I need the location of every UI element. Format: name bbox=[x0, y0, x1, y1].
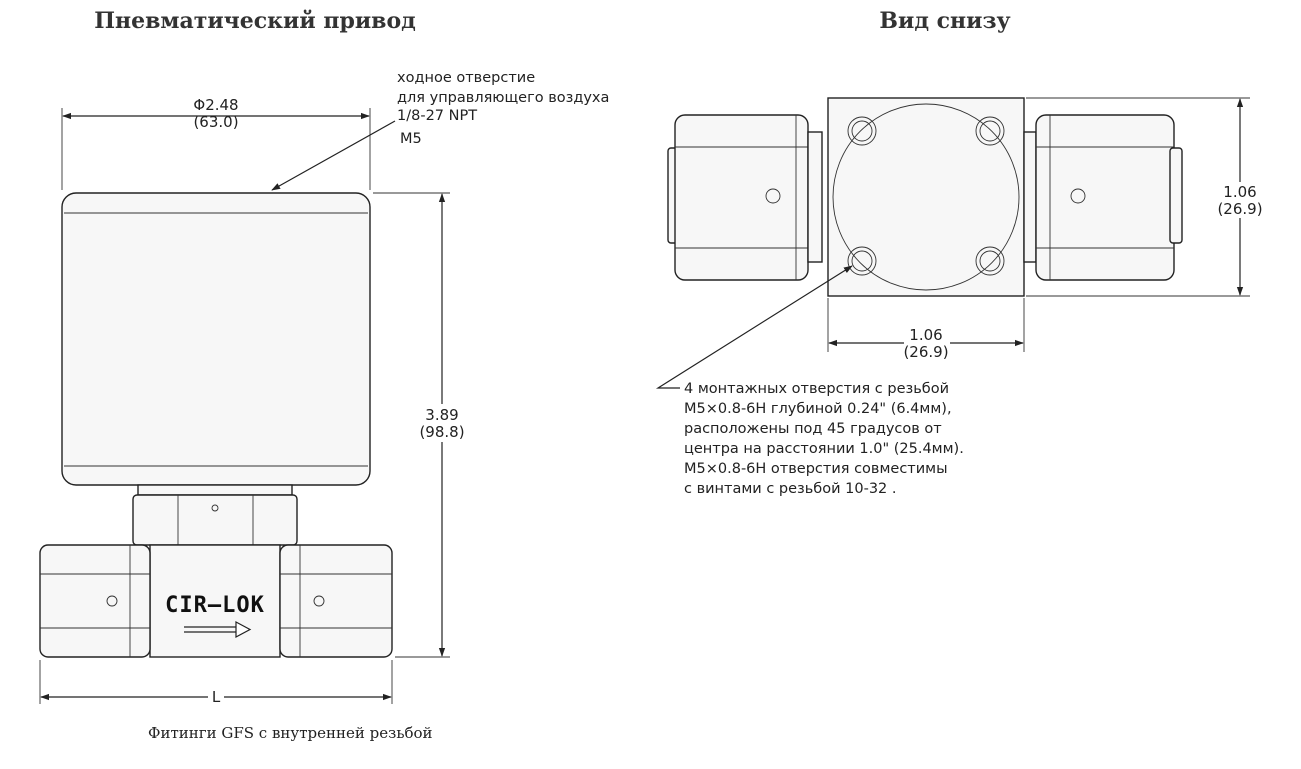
mounting-holes bbox=[847, 116, 1005, 276]
length-label: L bbox=[212, 688, 221, 706]
right-view-title: Вид снизу bbox=[879, 8, 1010, 34]
block-height-mm-label: (26.9) bbox=[1217, 200, 1262, 218]
mount-note-line-6: с винтами с резьбой 10-32 . bbox=[684, 481, 897, 497]
height-inch-label: 3.89 bbox=[425, 406, 458, 424]
left-view-title: Пневматический привод bbox=[94, 8, 416, 34]
block-height-dimension: 1.06 (26.9) bbox=[1026, 97, 1266, 297]
diameter-inch-label: Φ2.48 bbox=[193, 96, 238, 114]
cir-lok-logo: CIR–LOK bbox=[165, 593, 265, 618]
bottom-view: 1.06 (26.9) 1.06 (26.9) 4 монтажных отве… bbox=[655, 97, 1266, 497]
mounting-block bbox=[827, 97, 1025, 297]
port-callout: ходное отверстие для управляющего воздух… bbox=[271, 70, 609, 191]
mount-note-line-4: центра на расстоянии 1.0" (25.4мм). bbox=[684, 441, 964, 457]
diameter-dimension: Φ2.48 (63.0) bbox=[61, 96, 371, 190]
bonnet-nut bbox=[132, 484, 298, 546]
actuator-cylinder bbox=[61, 192, 371, 486]
mount-note-line-3: расположены под 45 градусов от bbox=[684, 421, 942, 437]
flow-direction-arrow bbox=[184, 620, 252, 639]
left-fitting-nut bbox=[39, 544, 151, 658]
mount-note-line-1: 4 монтажных отверстия с резьбой bbox=[684, 381, 949, 397]
bottom-right-fitting bbox=[1023, 114, 1183, 281]
port-note-line-4: M5 bbox=[400, 131, 422, 147]
mount-note-line-2: M5×0.8-6H глубиной 0.24" (6.4мм), bbox=[684, 401, 952, 417]
height-mm-label: (98.8) bbox=[419, 423, 464, 441]
length-dimension: L bbox=[39, 660, 393, 706]
right-fitting-nut bbox=[279, 544, 393, 658]
mounting-hole-callout: 4 монтажных отверстия с резьбой M5×0.8-6… bbox=[655, 265, 964, 497]
port-note-line-1: ходное отверстие bbox=[397, 70, 535, 86]
mount-note-line-5: M5×0.8-6H отверстия совместимы bbox=[684, 461, 948, 477]
port-note-line-2: для управляющего воздуха bbox=[397, 90, 609, 106]
valve-body bbox=[149, 544, 281, 658]
block-width-mm-label: (26.9) bbox=[903, 343, 948, 361]
port-note-line-3: 1/8-27 NPT bbox=[397, 108, 477, 124]
block-height-inch-label: 1.06 bbox=[1223, 183, 1256, 201]
diameter-mm-label: (63.0) bbox=[193, 113, 238, 131]
bottom-left-fitting bbox=[667, 114, 823, 281]
actuator-outline-circle bbox=[832, 103, 1020, 291]
height-dimension: 3.89 (98.8) bbox=[373, 192, 466, 658]
block-width-inch-label: 1.06 bbox=[909, 326, 942, 344]
actuator-side-view: CIR–LOK Φ2.48 (63.0) bbox=[39, 70, 609, 742]
fittings-caption: Фитинги GFS с внутренней резьбой bbox=[148, 724, 433, 742]
block-width-dimension: 1.06 (26.9) bbox=[827, 298, 1025, 361]
